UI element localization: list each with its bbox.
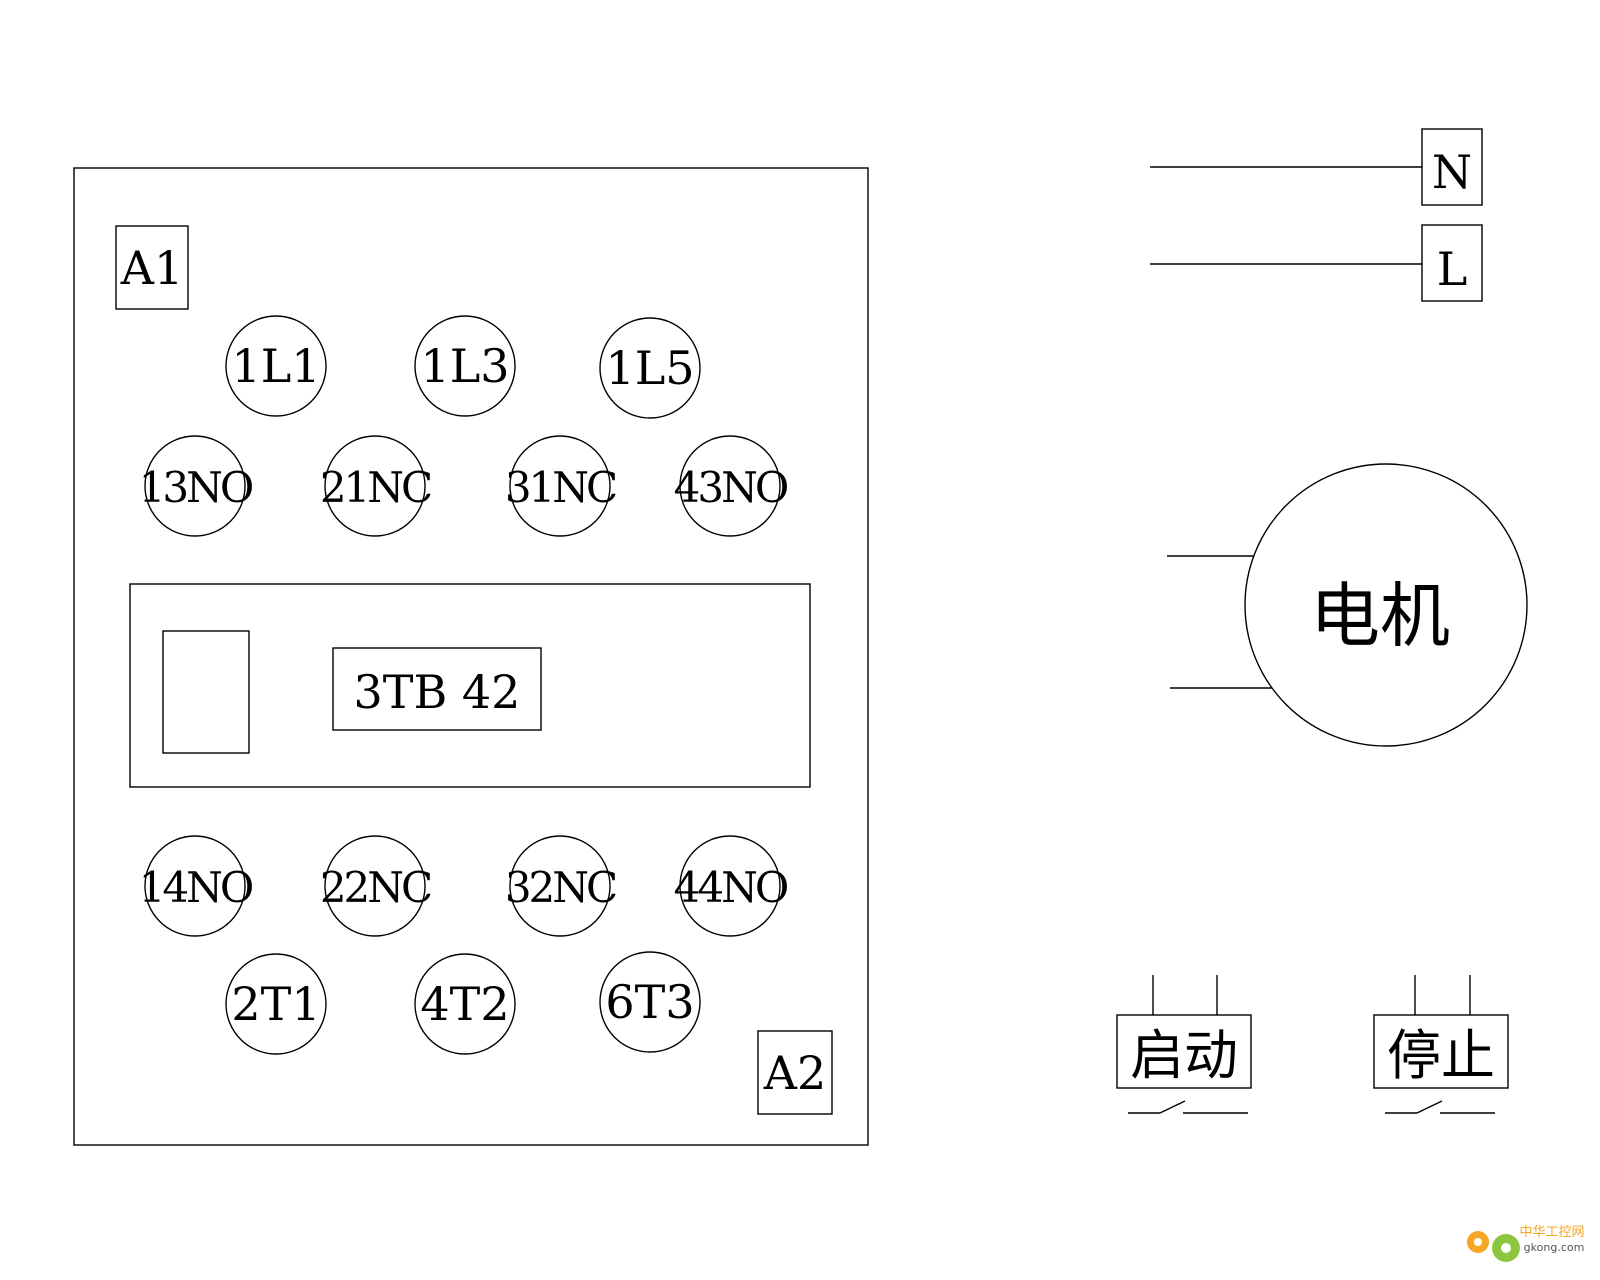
line-label: L bbox=[1437, 242, 1468, 296]
terminal-43no[interactable]: 43NO bbox=[674, 435, 791, 537]
terminal-1l1[interactable]: 1L1 bbox=[225, 315, 327, 417]
model-plate bbox=[332, 647, 542, 731]
power-neutral[interactable]: N bbox=[1150, 128, 1483, 206]
terminal-a1-label: A1 bbox=[120, 241, 184, 295]
neutral-terminal bbox=[1421, 128, 1483, 206]
terminal-13no[interactable]: 13NO bbox=[139, 435, 256, 537]
terminal-a2[interactable]: A2 bbox=[757, 1030, 833, 1115]
terminal-6t3[interactable]: 6T3 bbox=[599, 951, 701, 1053]
model-label: 3TB 42 bbox=[354, 665, 521, 719]
terminal-2t1-label: 2T1 bbox=[231, 977, 320, 1031]
stop-button-box bbox=[1373, 1014, 1509, 1089]
stop-button-label: 停止 bbox=[1387, 1024, 1495, 1087]
watermark-text: 中华工控网 bbox=[1519, 1225, 1584, 1240]
watermark: 中华工控网 gkong.com bbox=[1467, 1225, 1585, 1262]
motor[interactable]: 电机 bbox=[1167, 463, 1528, 747]
start-button-box bbox=[1116, 1014, 1252, 1089]
gear-icon bbox=[1467, 1231, 1520, 1262]
motor-label: 电机 bbox=[1310, 575, 1450, 657]
terminal-14no-label: 14NO bbox=[139, 863, 253, 912]
terminal-43no-label: 43NO bbox=[674, 463, 788, 512]
terminal-32nc[interactable]: 32NC bbox=[505, 835, 619, 937]
terminal-6t3-label: 6T3 bbox=[605, 975, 694, 1029]
start-switch-symbol bbox=[1128, 1100, 1248, 1114]
terminal-4t2[interactable]: 4T2 bbox=[414, 953, 516, 1055]
neutral-label: N bbox=[1432, 145, 1472, 199]
motor-outline bbox=[1244, 463, 1528, 747]
stop-switch-symbol bbox=[1385, 1100, 1495, 1114]
watermark-domain: gkong.com bbox=[1524, 1241, 1585, 1254]
terminal-31nc[interactable]: 31NC bbox=[505, 435, 619, 537]
terminal-a2-label: A2 bbox=[763, 1046, 827, 1100]
terminal-22nc[interactable]: 22NC bbox=[320, 835, 434, 937]
terminal-1l3[interactable]: 1L3 bbox=[414, 315, 516, 417]
terminal-31nc-label: 31NC bbox=[505, 463, 616, 512]
start-button[interactable]: 启动 bbox=[1116, 975, 1252, 1114]
terminal-4t2-label: 4T2 bbox=[420, 977, 509, 1031]
terminal-21nc-label: 21NC bbox=[320, 463, 431, 512]
start-button-label: 启动 bbox=[1130, 1024, 1238, 1087]
terminal-13no-label: 13NO bbox=[139, 463, 253, 512]
model-panel: 3TB 42 bbox=[129, 583, 811, 788]
terminal-22nc-label: 22NC bbox=[320, 863, 431, 912]
terminal-1l3-label: 1L3 bbox=[420, 339, 509, 393]
terminal-a1[interactable]: A1 bbox=[115, 225, 189, 310]
terminal-44no-label: 44NO bbox=[674, 863, 788, 912]
terminal-32nc-label: 32NC bbox=[505, 863, 616, 912]
terminal-44no[interactable]: 44NO bbox=[674, 835, 791, 937]
terminal-1l5[interactable]: 1L5 bbox=[599, 317, 701, 419]
stop-button[interactable]: 停止 bbox=[1373, 975, 1509, 1114]
terminal-1l1-label: 1L1 bbox=[231, 339, 320, 393]
line-terminal bbox=[1421, 224, 1483, 302]
terminal-21nc[interactable]: 21NC bbox=[320, 435, 434, 537]
indicator-window bbox=[162, 630, 250, 754]
terminal-2t1[interactable]: 2T1 bbox=[225, 953, 327, 1055]
power-line[interactable]: L bbox=[1150, 224, 1483, 302]
terminal-1l5-label: 1L5 bbox=[605, 341, 694, 395]
terminal-14no[interactable]: 14NO bbox=[139, 835, 256, 937]
contactor: A1 1L1 1L3 1L5 13NO 21NC 31NC bbox=[73, 167, 869, 1146]
